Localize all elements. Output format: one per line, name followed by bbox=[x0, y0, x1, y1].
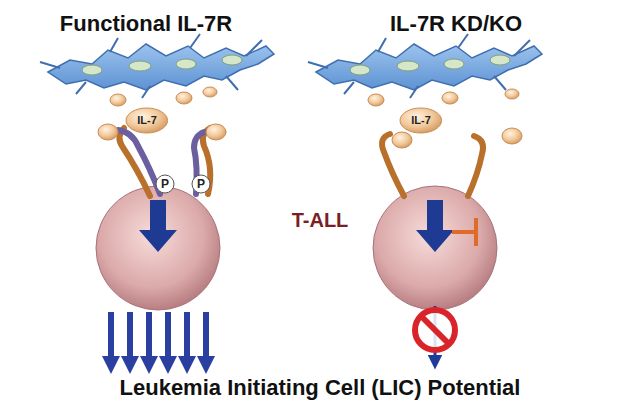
panel-heading: IL-7R KD/KO bbox=[390, 11, 522, 37]
stromal-cells bbox=[40, 34, 274, 98]
node-text: IL-7 bbox=[411, 115, 431, 126]
cytokine-balls bbox=[110, 87, 522, 148]
leukemia-cell bbox=[373, 186, 497, 310]
phospho-circle: P bbox=[155, 174, 175, 194]
signal-arrow bbox=[416, 200, 454, 252]
il7-receptor-knockdown bbox=[382, 134, 483, 196]
il7-receptor bbox=[98, 124, 226, 196]
inhibition-bar bbox=[452, 218, 476, 246]
leukemia-cell bbox=[96, 186, 220, 310]
panel-heading: Functional IL-7R bbox=[60, 11, 232, 37]
il7-cytokine: IL-7 bbox=[399, 107, 443, 134]
lic-potential-arrows bbox=[102, 312, 215, 374]
node-text: P bbox=[161, 178, 169, 190]
il7-cytokine: IL-7 bbox=[125, 107, 169, 134]
signal-arrow bbox=[139, 200, 177, 252]
stromal-cells bbox=[308, 34, 542, 98]
disease-label: T-ALL bbox=[292, 209, 349, 232]
phospho-circle: P bbox=[191, 174, 211, 194]
node-text: P bbox=[197, 178, 205, 190]
prohibited-sign bbox=[415, 310, 455, 350]
caption: Leukemia Initiating Cell (LIC) Potential bbox=[120, 375, 521, 401]
node-text: IL-7 bbox=[137, 115, 157, 126]
